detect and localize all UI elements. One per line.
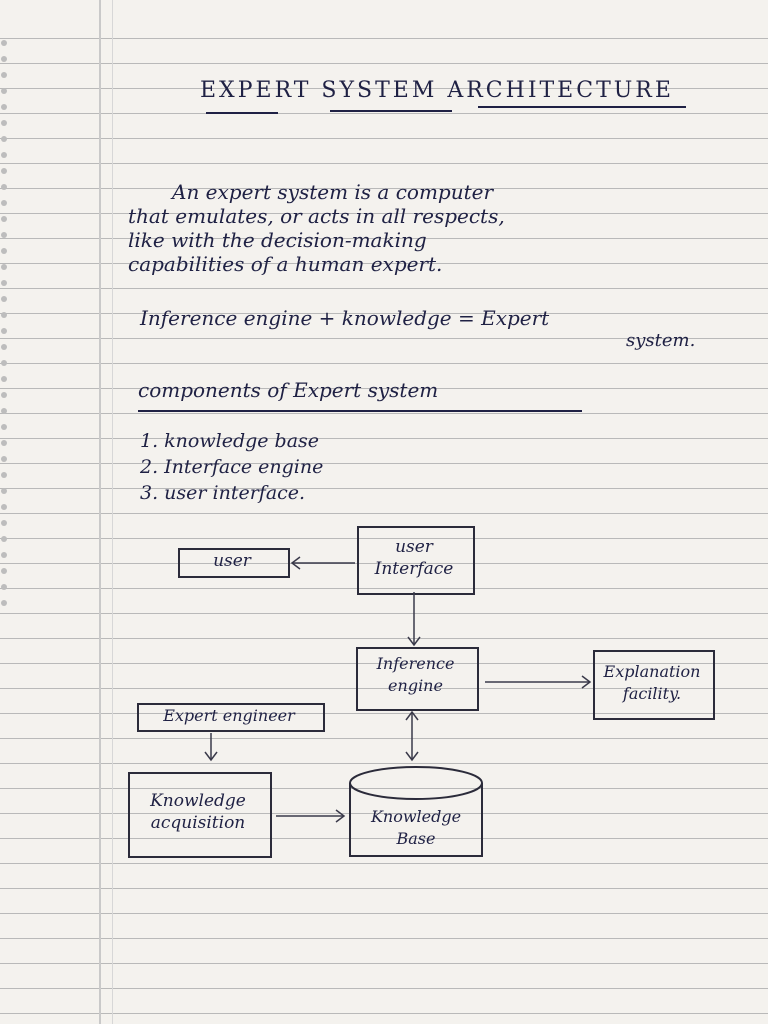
intro-line-2: that emulates, or acts in all respects, [128, 204, 505, 228]
expert-engineer-box [137, 703, 325, 732]
components-underline [138, 410, 582, 412]
user-label: user [213, 551, 251, 571]
title-underline-2 [330, 110, 452, 112]
margin-line-inner [112, 0, 113, 1024]
explanation-facility-label: Explanation facility. [603, 662, 701, 703]
title-underline-1 [206, 112, 278, 114]
margin-line [99, 0, 101, 1024]
component-item-3: 3. user interface. [140, 482, 306, 504]
knowledge-acquisition-label: Knowledge acquisition [150, 791, 246, 833]
components-heading: components of Expert system [138, 378, 439, 402]
binding-holes [0, 40, 10, 640]
user-interface-box [357, 526, 475, 595]
expert-engineer-label: Expert engineer [163, 706, 295, 725]
equation-line-1: Inference engine + knowledge = Expert [140, 306, 550, 330]
equation-line-2: system. [626, 330, 696, 351]
knowledge-base-cylinder [349, 766, 483, 857]
user-box [178, 548, 290, 578]
inference-engine-label: Inference engine [376, 654, 455, 695]
component-item-1: 1. knowledge base [140, 430, 320, 452]
explanation-facility-box [593, 650, 715, 720]
user-interface-label: user Interface [374, 537, 454, 579]
component-item-2: 2. Interface engine [140, 456, 324, 478]
knowledge-acquisition-box [128, 772, 272, 858]
page-title: EXPERT SYSTEM ARCHITECTURE [200, 78, 674, 103]
intro-line-4: capabilities of a human expert. [128, 252, 443, 276]
inference-engine-box [356, 647, 479, 711]
title-underline-3 [478, 106, 686, 108]
knowledge-base-label: Knowledge Base [370, 807, 462, 848]
components-list: 1. knowledge base 2. Interface engine 3.… [140, 428, 323, 506]
intro-line-1: An expert system is a computer [172, 180, 494, 204]
intro-line-3: like with the decision-making [128, 228, 427, 252]
intro-paragraph: An expert system is a computer that emul… [128, 180, 505, 276]
